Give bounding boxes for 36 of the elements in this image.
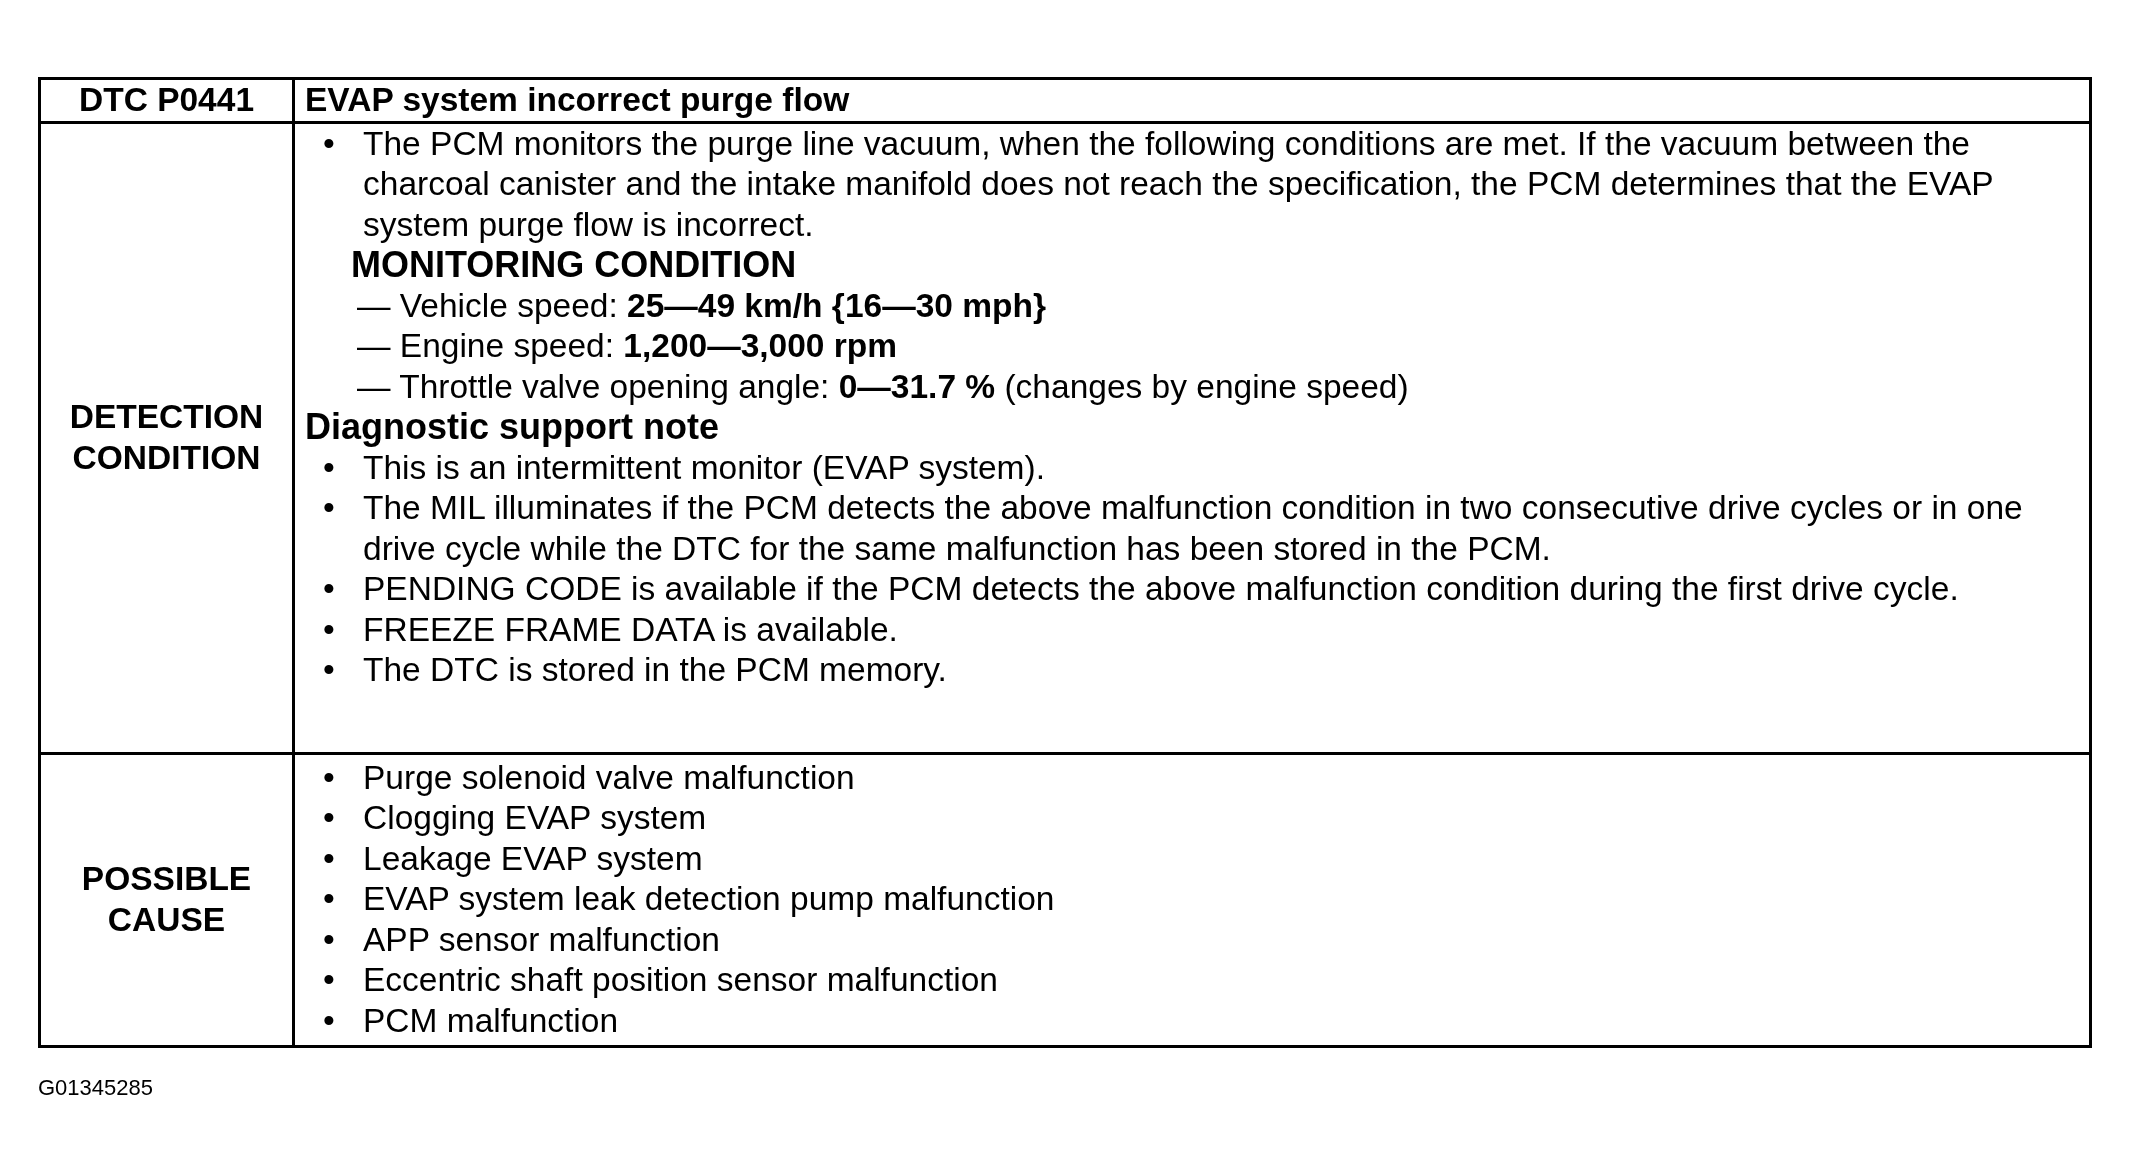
bullet-marker: • [323, 919, 335, 960]
figure-id: G01345285 [38, 1075, 153, 1101]
bullet-item: This is an intermittent monitor (EVAP system). [363, 448, 1045, 486]
bullet-marker: • [323, 447, 335, 488]
bullet-item: PENDING CODE is available if the PCM detects the above malfunction condition during the first drive cycle. [363, 570, 1959, 607]
bullet-marker: • [323, 609, 335, 650]
bullet-marker: • [323, 569, 335, 609]
bullet-item: PCM malfunction [363, 1001, 619, 1039]
section-heading: Diagnostic support note [305, 407, 720, 448]
condition-item: — Throttle valve opening angle: 0—31.7 % (changes by engine speed) [357, 366, 1410, 407]
bullet-marker: • [323, 123, 335, 164]
bullet-item: FREEZE FRAME DATA is available. [363, 610, 898, 648]
bullet-item: Leakage EVAP system [363, 839, 703, 877]
row-header: DETECTION CONDITION [68, 397, 265, 478]
bullet-marker: • [323, 488, 335, 528]
bullet-marker: • [323, 879, 335, 920]
bullet-item: Purge solenoid valve malfunction [363, 758, 855, 796]
bullet-item: Clogging EVAP system [363, 799, 707, 837]
bullet-marker: • [323, 960, 335, 1001]
bullet-item: The PCM monitors the purge line vacuum, when the following conditions are met. If the vacuum between the charcoal canister and the intake manifold does not reach the specification, the PCM determines that the EVAP system purge flow is incorrect. [363, 124, 1994, 243]
bullet-item: The DTC is stored in the PCM memory. [363, 651, 947, 688]
row-header: DTC P0441 [78, 80, 255, 120]
condition-item: — Vehicle speed: 25—49 km/h {16—30 mph} [357, 285, 1047, 326]
bullet-item: Eccentric shaft position sensor malfunction [363, 961, 998, 999]
bullet-marker: • [323, 650, 335, 690]
bullet-item: The MIL illuminates if the PCM detects the above malfunction condition in two consecutive drive cycles or in one drive cycle while the DTC for the same malfunction has been stored in the PCM. [363, 489, 2023, 567]
dtc-title: EVAP system incorrect purge flow [305, 80, 851, 120]
bullet-item: EVAP system leak detection pump malfunction [363, 880, 1055, 918]
bullet-item: APP sensor malfunction [363, 920, 720, 958]
condition-item: — Engine speed: 1,200—3,000 rpm [357, 326, 899, 366]
bullet-marker: • [323, 838, 335, 879]
section-heading: MONITORING CONDITION [351, 245, 798, 286]
bullet-marker: • [323, 757, 335, 798]
row-header: POSSIBLE CAUSE [80, 859, 253, 940]
bullet-marker: • [323, 1000, 335, 1041]
bullet-marker: • [323, 798, 335, 839]
